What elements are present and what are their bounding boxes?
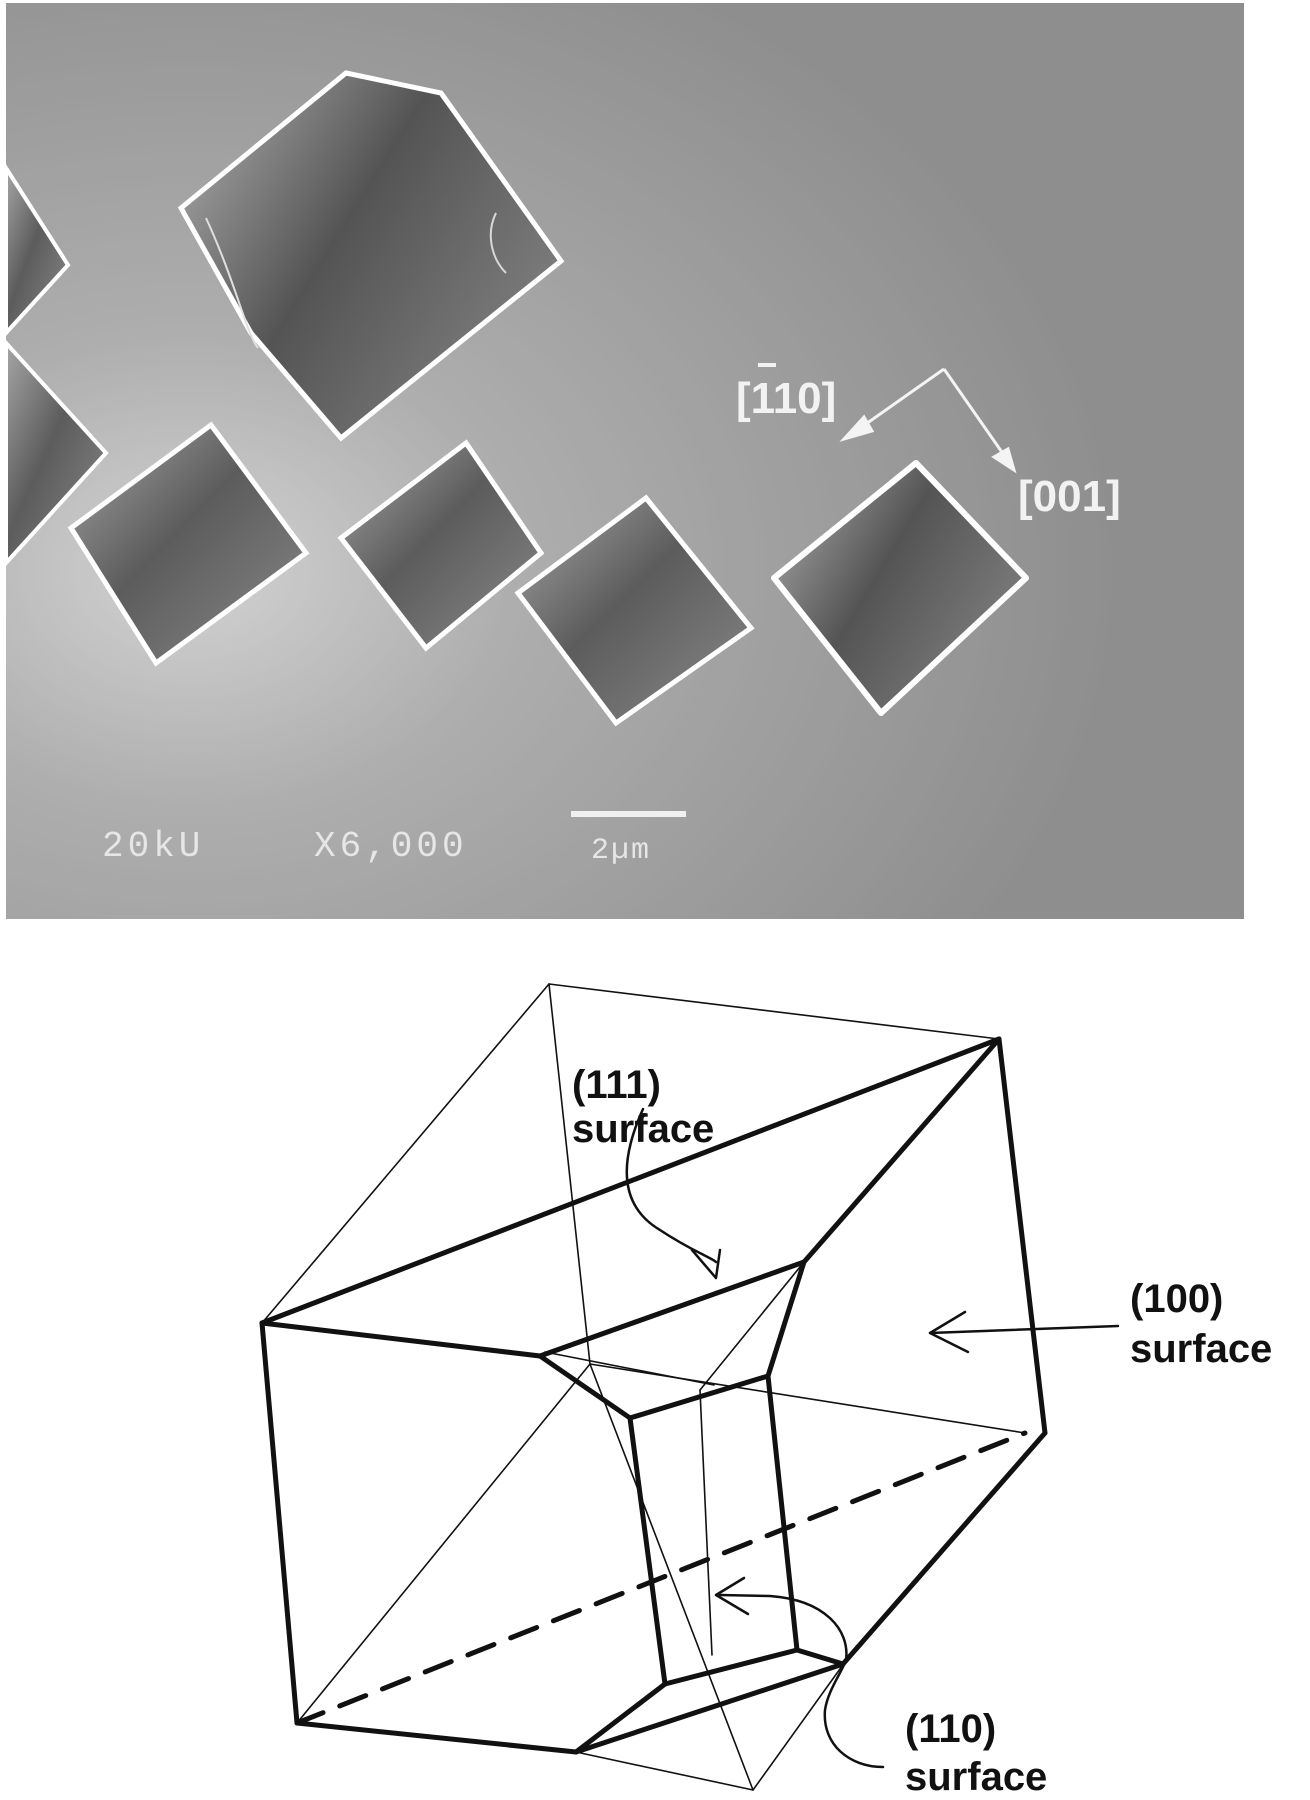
sem-magnification: X6,000 — [314, 826, 468, 867]
svg-text:surface: surface — [572, 1107, 714, 1151]
crystal-partial-left-top — [6, 164, 71, 336]
svg-text:surface: surface — [905, 1755, 1047, 1799]
crystal-2 — [337, 439, 545, 652]
sem-voltage: 20kU — [102, 826, 204, 867]
scale-bar-label: 2µm — [591, 834, 651, 868]
arrow-head-100 — [928, 1310, 970, 1354]
thin-cube-outline — [261, 983, 1026, 1791]
svg-text:surface: surface — [1130, 1327, 1272, 1371]
direction-label-110: [110] — [736, 363, 836, 423]
crystal-1 — [67, 421, 310, 667]
svg-text:[110]: [110] — [736, 374, 836, 423]
crystal-4 — [771, 460, 1029, 716]
leader-111 — [625, 1107, 718, 1264]
sem-micrograph: [110] [001] 20kU X6,000 2µm — [6, 3, 1244, 919]
crystal-direction-arrows — [839, 367, 1017, 474]
direction-label-001: [001] — [1018, 472, 1121, 521]
arrow-head-111 — [690, 1248, 722, 1280]
crystal-large — [177, 70, 565, 442]
hidden-edge-dashed — [294, 1430, 1028, 1726]
svg-text:(100): (100) — [1130, 1277, 1223, 1321]
crystal-partial-left-mid — [6, 340, 109, 566]
arrow-head-110 — [714, 1576, 750, 1616]
leader-110 — [718, 1593, 885, 1769]
bold-crystal-edges — [259, 1036, 1048, 1755]
crystal-facet-diagram: (111) surface (100) surface (110) surfac… — [259, 983, 1272, 1799]
label-100: (100) surface — [1130, 1277, 1272, 1371]
leader-100 — [928, 1324, 1120, 1335]
label-111: (111) surface — [572, 1063, 714, 1151]
crystal-3 — [514, 494, 755, 727]
label-110: (110) surface — [905, 1707, 1047, 1799]
svg-text:(111): (111) — [572, 1063, 661, 1107]
svg-text:(110): (110) — [905, 1707, 996, 1751]
